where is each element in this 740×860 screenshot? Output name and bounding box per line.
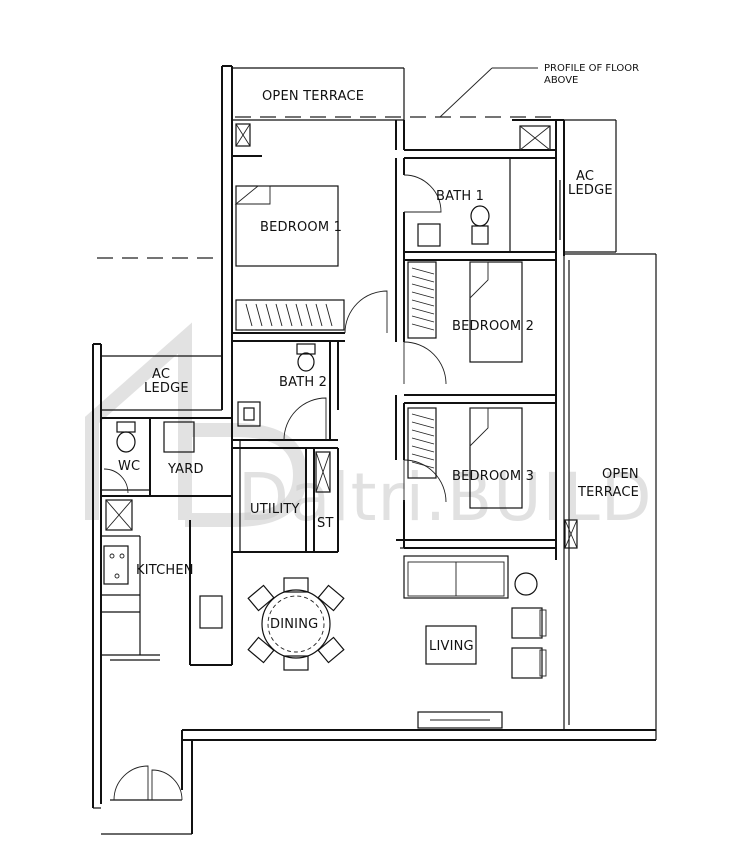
room-labels: PROFILE OF FLOOR ABOVE OPEN TERRACE BATH… xyxy=(118,63,639,654)
bed-icon xyxy=(235,185,339,267)
label-bath1: BATH 1 xyxy=(436,189,484,204)
sofa-icon xyxy=(403,555,509,599)
doors xyxy=(103,174,447,801)
label-open-terrace-right-2: TERRACE xyxy=(577,485,639,500)
label-ac-ledge-left-1: AC xyxy=(152,367,170,382)
chair-icon-4 xyxy=(317,584,345,612)
annotation-line2: ABOVE xyxy=(544,75,578,86)
sink-icon xyxy=(163,421,195,453)
chair-icon-5 xyxy=(247,636,275,664)
side-table-icon xyxy=(514,572,538,596)
label-open-terrace-right-1: OPEN xyxy=(602,467,639,482)
label-kitchen: KITCHEN xyxy=(136,563,194,578)
label-bedroom2: BEDROOM 2 xyxy=(452,319,534,334)
label-ac-ledge-right-2: LEDGE xyxy=(568,183,613,198)
hob-icon xyxy=(103,545,129,585)
profile-lines xyxy=(97,67,556,259)
label-open-terrace-top: OPEN TERRACE xyxy=(262,89,364,104)
basin-icon-2 xyxy=(237,401,261,427)
label-wc: WC xyxy=(118,459,140,474)
label-ac-ledge-right-1: AC xyxy=(576,169,594,184)
basin-icon xyxy=(417,223,441,247)
label-dining: DINING xyxy=(270,617,318,632)
toilet-icon-3 xyxy=(116,431,136,453)
bed-icon-3 xyxy=(469,407,523,509)
label-bedroom3: BEDROOM 3 xyxy=(452,469,534,484)
toilet-icon-2 xyxy=(297,352,315,372)
fridge-icon xyxy=(199,595,223,629)
wardrobe-icon xyxy=(235,299,345,331)
toilet-icon xyxy=(470,205,490,227)
annotation-line1: PROFILE OF FLOOR xyxy=(544,63,639,74)
label-st: ST xyxy=(317,516,334,531)
label-bath2: BATH 2 xyxy=(279,375,327,390)
chair-icon-3 xyxy=(247,584,275,612)
furniture xyxy=(103,185,547,679)
coffee-table-icon xyxy=(425,625,477,665)
label-ac-ledge-left-2: LEDGE xyxy=(144,381,189,396)
outer-walls xyxy=(92,65,657,835)
label-utility: UTILITY xyxy=(250,502,300,517)
wardrobe-icon-2 xyxy=(407,261,437,339)
shafts xyxy=(105,123,578,729)
dining-table-icon xyxy=(261,589,331,659)
label-living: LIVING xyxy=(429,639,474,654)
label-bedroom1: BEDROOM 1 xyxy=(260,220,342,235)
bed-icon-2 xyxy=(469,261,523,363)
chair-icon-2 xyxy=(283,655,309,671)
armchair-icon xyxy=(511,607,543,639)
chair-icon xyxy=(283,577,309,593)
label-yard: YARD xyxy=(167,462,204,477)
armchair-icon-2 xyxy=(511,647,543,679)
wardrobe-icon-3 xyxy=(407,407,437,479)
chair-icon-6 xyxy=(317,636,345,664)
interior-walls xyxy=(101,120,556,801)
